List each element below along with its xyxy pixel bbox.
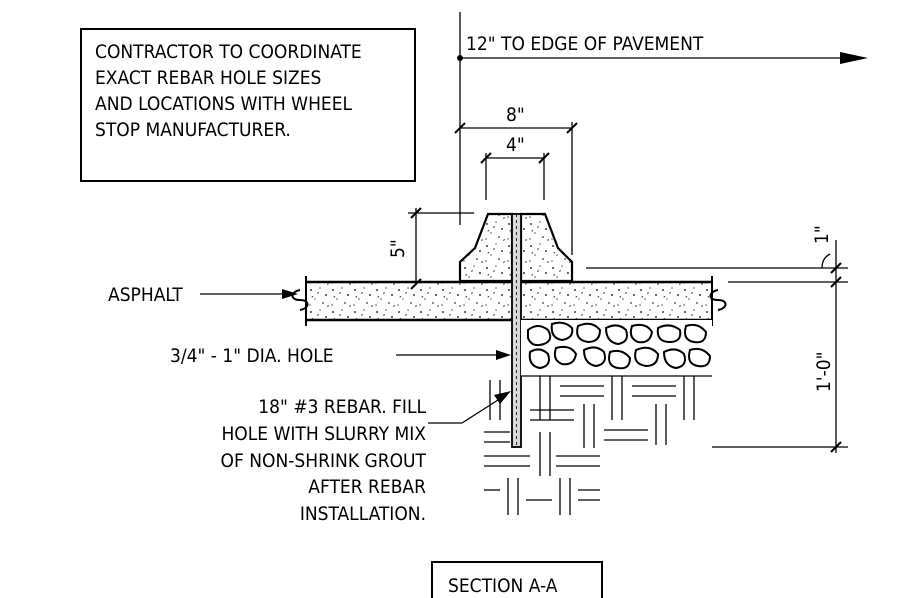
dimension-4in: 4" [480,134,550,200]
asphalt-slab [291,276,727,326]
note-line-4: STOP MANUFACTURER. [95,119,291,141]
dimension-5in-label: 5" [387,239,409,258]
wheel-stop [458,212,574,283]
dimension-1ft-label: 1'-0" [813,352,835,392]
asphalt-callout: ASPHALT [108,284,298,306]
note-line-2: EXACT REBAR HOLE SIZES [95,67,321,89]
rebar-note-line-4: AFTER REBAR [308,476,426,498]
dimension-8in-label: 8" [506,104,525,126]
note-line-3: AND LOCATIONS WITH WHEEL [95,93,353,115]
rebar-note-line-1: 18" #3 REBAR. FILL [258,396,426,418]
rebar-note-line-5: INSTALLATION. [300,503,426,525]
edge-of-pavement-label: 12" TO EDGE OF PAVEMENT [466,33,704,55]
compacted-subgrade [484,376,695,515]
rebar-note: 18" #3 REBAR. FILL HOLE WITH SLURRY MIX … [221,391,511,525]
dimension-1in: 1" [586,225,848,453]
general-note-box: CONTRACTOR TO COORDINATE EXACT REBAR HOL… [80,28,416,182]
note-line-1: CONTRACTOR TO COORDINATE [95,41,362,63]
gravel-base [521,320,712,376]
dimension-1in-label: 1" [811,225,833,244]
hole-label: 3/4" - 1" DIA. HOLE [170,345,334,367]
dimension-8in: 8" [454,104,578,255]
dimension-1ft: 1'-0" [712,352,848,453]
rebar-note-line-2: HOLE WITH SLURRY MIX [221,423,426,445]
asphalt-label: ASPHALT [108,284,183,306]
rebar-note-line-3: OF NON-SHRINK GROUT [221,450,427,472]
hole-callout: 3/4" - 1" DIA. HOLE [170,345,511,367]
section-title: SECTION A-A [448,575,558,597]
rebar [511,213,522,448]
dimension-4in-label: 4" [506,134,525,156]
edge-of-pavement-dimension: 12" TO EDGE OF PAVEMENT [457,12,868,225]
section-title-box: SECTION A-A [431,561,603,598]
